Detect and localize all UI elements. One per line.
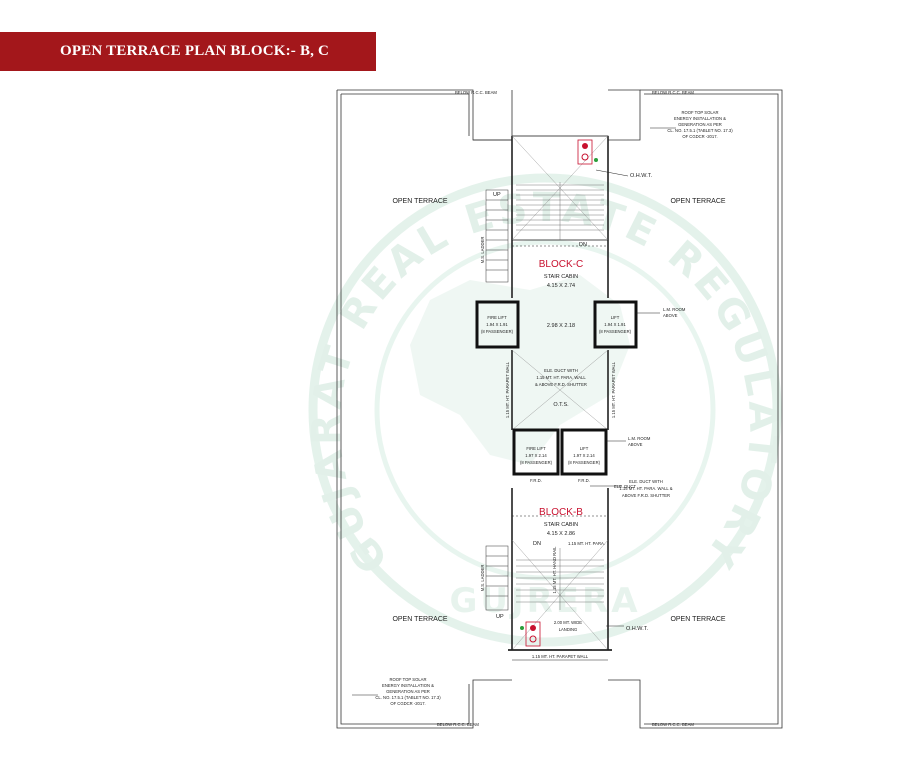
open-terrace-label-br: OPEN TERRACE	[670, 616, 725, 623]
solar-note-top-line: GENERATION AS PER	[678, 122, 722, 127]
solar-note-top-line: OF CGDCR -2017.	[682, 134, 717, 139]
block-c-lobby-size: 2.98 X 2.18	[547, 323, 575, 329]
ohwt-tank-icon-top	[577, 139, 598, 165]
frd-label-right: F.R.D.	[578, 478, 590, 483]
ohwt-tank-icon-bottom	[520, 621, 541, 647]
ms-ladder-top	[485, 189, 509, 283]
block-b-fire-lift: FIRE LIFT 1.97 X 2.14 (8 PASSENGER)	[520, 446, 553, 465]
ele-duct-line: 1.15 MT. HT. PARA. WALL	[536, 375, 586, 380]
lm-room-b-line: ABOVE	[628, 442, 643, 447]
beam-label-br: BELOW R.C.C. BEAM	[652, 722, 694, 727]
solar-note-bottom-line: OF CGDCR -2017.	[390, 701, 425, 706]
ele-duct-b-line: ELE. DUCT WITH	[629, 479, 663, 484]
hand-rail-label: 1.15 MT. HT. HAND RAIL	[552, 546, 557, 594]
solar-note-bottom-line: CL. NO. 17.5.1 (TABLET NO. 17.3)	[375, 695, 441, 700]
lift-text: 1.94 X 1.91	[486, 322, 508, 327]
solar-note-top-line: ENERGY INSTALLATION &	[674, 116, 726, 121]
open-terrace-label-tl: OPEN TERRACE	[392, 198, 447, 205]
lift-text: FIRE LIFT	[526, 446, 546, 451]
watermark-map-shape	[410, 275, 630, 465]
open-terrace-label-bl: OPEN TERRACE	[392, 616, 447, 623]
dn-label-top: DN	[579, 242, 587, 248]
lm-room-b-line: L.M. ROOM	[628, 436, 651, 441]
block-c-fire-lift: FIRE LIFT 1.94 X 1.91 (8 PASSENGER)	[481, 315, 514, 334]
block-c-cabin-label: STAIR CABIN	[544, 274, 578, 280]
block-c-cabin-size: 4.15 X 2.74	[547, 283, 575, 289]
outer-outline	[336, 89, 783, 729]
solar-note-bottom-line: ROOF TOP SOLAR	[389, 677, 426, 682]
ms-ladder-label-bottom: M.S. LADDER	[480, 565, 485, 592]
ele-duct-b-line: ABOVE F.R.D. SHUTTER	[622, 493, 670, 498]
lift-boxes-c	[475, 300, 638, 349]
ele-duct-short-label: ELE. DUCT	[614, 484, 636, 489]
lift-text: 1.97 X 2.14	[525, 453, 547, 458]
lm-room-c-line: ABOVE	[663, 313, 678, 318]
frd-label-left: F.R.D.	[530, 478, 542, 483]
block-b-lift: LIFT 1.97 X 2.14 (8 PASSENGER)	[568, 446, 601, 465]
header-band: OPEN TERRACE PLAN BLOCK:- B, C	[0, 32, 376, 71]
solar-note-top-line: ROOF TOP SOLAR	[681, 110, 718, 115]
solar-note-bottom-line: GENERATION AS PER	[386, 689, 430, 694]
beam-label-tl: BELOW R.C.C. BEAM	[455, 90, 497, 95]
watermark-outer-ring	[308, 173, 782, 647]
parapet-wall-left: 1.15 MT. HT. PARAPET WALL	[505, 361, 510, 418]
lift-text: (8 PASSENGER)	[481, 329, 514, 334]
solar-note-bottom: ROOF TOP SOLAR ENERGY INSTALLATION & GEN…	[375, 677, 441, 706]
block-b-cabin-label: STAIR CABIN	[544, 522, 578, 528]
lift-text: (8 PASSENGER)	[599, 329, 632, 334]
beam-label-bl: BELOW R.C.C. BEAM	[437, 722, 479, 727]
watermark: GUJARAT REAL ESTATE REGULATORY AUTHORITY…	[0, 0, 782, 647]
solar-note-bottom-line: ENERGY INSTALLATION &	[382, 683, 434, 688]
lift-text: LIFT	[611, 315, 620, 320]
watermark-gujrera-text: GUJRERA	[449, 581, 640, 621]
up-label-top: UP	[493, 192, 501, 198]
landing-line: LANDING	[559, 627, 578, 632]
lift-text: (8 PASSENGER)	[520, 460, 553, 465]
dn-label-bottom: DN	[533, 541, 541, 547]
ele-duct-line: & ABOVE F.R.D. SHUTTER	[535, 382, 587, 387]
beam-label-tr: BELOW R.C.C. BEAM	[652, 90, 694, 95]
lift-text: LIFT	[580, 446, 589, 451]
stair-treads-bottom	[516, 548, 604, 610]
lift-text: FIRE LIFT	[487, 315, 507, 320]
solar-note-top-line: CL. NO. 17.5.1 (TABLET NO. 17.3)	[667, 128, 733, 133]
block-b-cabin-size: 4.15 X 2.86	[547, 531, 575, 537]
lift-text: (8 PASSENGER)	[568, 460, 601, 465]
ohwt-label-bottom: O.H.W.T.	[626, 626, 648, 632]
ele-duct-b-line: 1.15 MT. HT. PARA. WALL &	[619, 486, 672, 491]
lm-room-c-line: L.M. ROOM	[663, 307, 686, 312]
ms-ladder-bottom	[485, 545, 509, 611]
lift-text: 1.97 X 2.14	[573, 453, 595, 458]
lift-boxes-b	[512, 428, 608, 476]
parapet-wall-right: 1.15 MT. HT. PARAPET WALL	[611, 361, 616, 418]
ms-ladder-label-top: M.S. LADDER	[480, 237, 485, 264]
lift-text: 1.94 X 1.91	[604, 322, 626, 327]
up-label-bottom: UP	[496, 614, 504, 620]
para-ht-label: 1.15 MT. HT. PARA.	[568, 541, 605, 546]
block-b-label: BLOCK-B	[539, 507, 583, 518]
solar-note-top: ROOF TOP SOLAR ENERGY INSTALLATION & GEN…	[667, 110, 733, 139]
stair-treads-top	[516, 182, 604, 240]
open-terrace-label-tr: OPEN TERRACE	[670, 198, 725, 205]
leader-lines	[352, 127, 676, 696]
page-title: OPEN TERRACE PLAN BLOCK:- B, C	[60, 43, 330, 59]
parapet-bottom-label: 1.15 MT. HT. PARAPET WALL	[532, 654, 589, 659]
block-c-label: BLOCK-C	[539, 259, 583, 270]
ots-label: O.T.S.	[553, 402, 569, 408]
ele-duct-line: ELE. DUCT WITH	[544, 368, 578, 373]
landing-line: 2.00 MT. WIDE	[554, 620, 582, 625]
block-c-lift: LIFT 1.94 X 1.91 (8 PASSENGER)	[599, 315, 632, 334]
ohwt-label-top: O.H.W.T.	[630, 173, 652, 179]
